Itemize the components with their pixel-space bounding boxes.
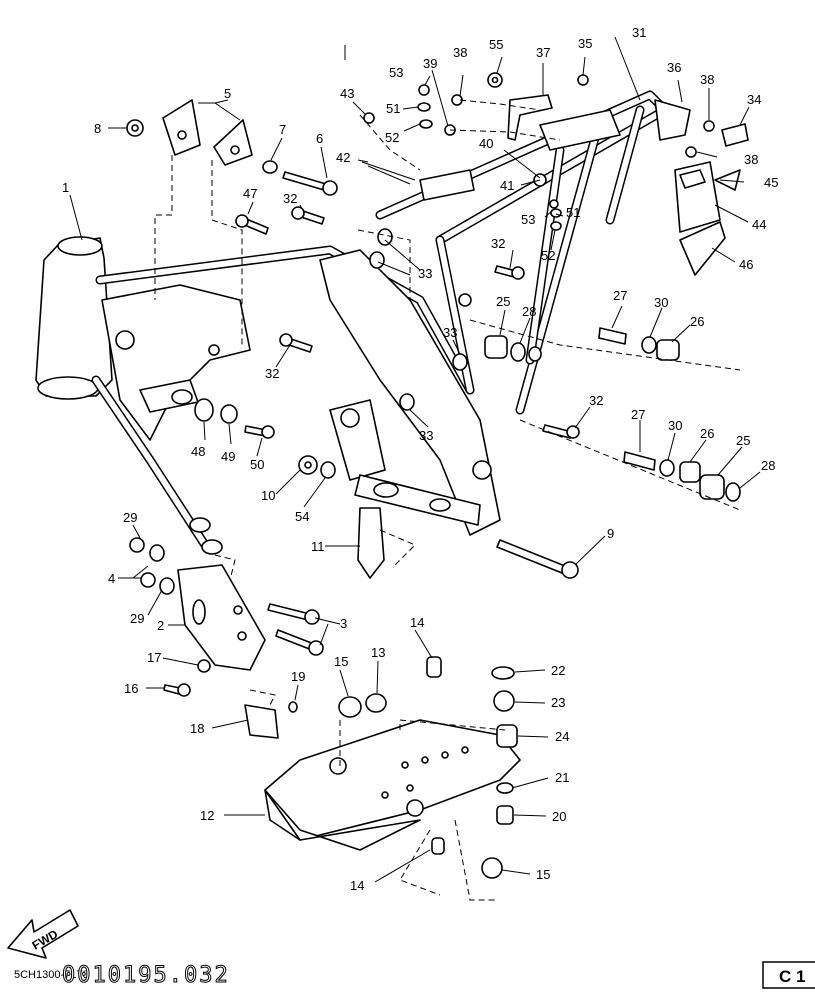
callout-32-c: 32 [265,366,279,381]
callout-45: 45 [764,175,778,190]
callout-49: 49 [221,449,235,464]
skid-plate [264,656,521,879]
callout-38-a: 38 [453,45,467,60]
callout-46: 46 [739,257,753,272]
callout-44: 44 [752,217,766,232]
callout-19: 19 [291,669,305,684]
leader-lines [69,36,761,883]
page-tab-box [762,961,815,989]
callout-50: 50 [250,457,264,472]
callout-52-b: 52 [541,248,555,263]
callout-28-lower: 28 [761,458,775,473]
callout-43: 43 [340,86,354,101]
callout-labels: 1 2 3 4 5 6 7 8 9 10 11 12 13 14 14 15 1… [62,25,778,893]
callout-47: 47 [243,186,257,201]
callout-15-top: 15 [334,654,348,669]
callout-24: 24 [555,729,569,744]
callout-36: 36 [667,60,681,75]
callout-37: 37 [536,45,550,60]
callout-33-a: 33 [418,266,432,281]
callout-16: 16 [124,681,138,696]
callout-20: 20 [552,809,566,824]
callout-29-upper: 29 [123,510,137,525]
callout-3: 3 [340,616,347,631]
callout-30-lower: 30 [668,418,682,433]
callout-23: 23 [551,695,565,710]
callout-14-top: 14 [410,615,424,630]
callout-6: 6 [316,131,323,146]
callout-32-d: 32 [589,393,603,408]
callout-9: 9 [607,526,614,541]
callout-42: 42 [336,150,350,165]
callout-38-c: 38 [744,152,758,167]
callout-25-upper: 25 [496,294,510,309]
assembly-lines [154,99,741,901]
callout-30-upper: 30 [654,295,668,310]
callout-17: 17 [147,650,161,665]
callout-52-a: 52 [385,130,399,145]
callout-28-upper: 28 [522,304,536,319]
hardware [126,72,749,739]
callout-27-upper: 27 [613,288,627,303]
callout-26-lower: 26 [700,426,714,441]
callout-51-b: 51 [566,205,580,220]
callout-54: 54 [295,509,309,524]
callout-12: 12 [200,808,214,823]
callout-22: 22 [551,663,565,678]
callout-26-upper: 26 [690,314,704,329]
callout-29-lower: 29 [130,611,144,626]
callout-33-b: 33 [443,325,457,340]
callout-7: 7 [279,122,286,137]
callout-21: 21 [555,770,569,785]
callout-2: 2 [157,618,164,633]
callout-34: 34 [747,92,761,107]
callout-11: 11 [311,539,325,554]
callout-32-a: 32 [283,191,297,206]
page-tab: C 1 [779,967,805,986]
callout-10: 10 [261,488,275,503]
callout-1: 1 [62,180,69,195]
callout-5: 5 [224,86,231,101]
callout-8: 8 [94,121,101,136]
callout-27-lower: 27 [631,407,645,422]
rear-subframe [375,90,670,415]
footer-code: 5CH1300-7170 [14,969,89,981]
callout-25-lower: 25 [736,433,750,448]
callout-35: 35 [578,36,592,51]
callout-53-b: 53 [521,212,535,227]
callout-4: 4 [108,571,115,586]
callout-18: 18 [190,721,204,736]
callout-39: 39 [423,56,437,71]
footer: 5CH1300-7170 0010195.032 C 1 [14,961,815,989]
callout-14-bottom: 14 [350,878,364,893]
callout-38-b: 38 [700,72,714,87]
callout-55: 55 [489,37,503,52]
callout-15-bottom: 15 [536,867,550,882]
callout-53-a: 53 [389,65,403,80]
callout-41: 41 [500,178,514,193]
callout-31: 31 [632,25,646,40]
callout-33-c: 33 [419,428,433,443]
main-frame [35,236,501,555]
callout-40: 40 [479,136,493,151]
callout-32-b: 32 [491,236,505,251]
footer-stamp: 0010195.032 [62,963,230,988]
callout-48: 48 [191,444,205,459]
callout-13: 13 [371,645,385,660]
fwd-arrow-icon [7,909,79,959]
fwd-arrow: FWD [7,909,79,959]
callout-51-a: 51 [386,101,400,116]
